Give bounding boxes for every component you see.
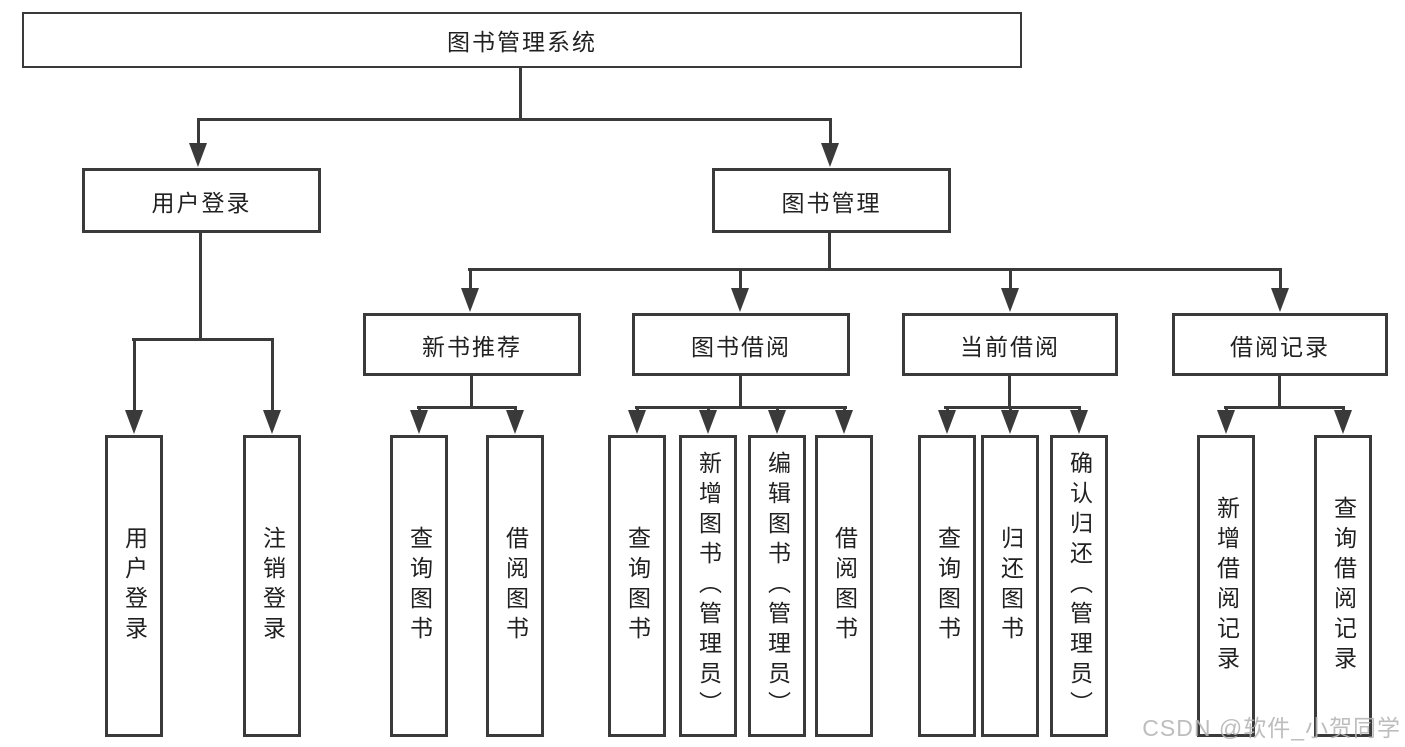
watermark: CSDN @软件_小贺同学 [1142, 715, 1401, 741]
arrow-down-icon [699, 410, 717, 434]
node-borrowing-records: 借阅记录 [1172, 313, 1388, 376]
arrow-down-icon [821, 143, 839, 167]
arrow-down-icon [1001, 288, 1019, 312]
leaf-add-borrow-record: 新增借阅记录 [1197, 435, 1255, 737]
arrow-stem [133, 338, 136, 418]
arrow-down-icon [1070, 410, 1088, 434]
connector-line [470, 376, 473, 408]
leaf-confirm-return-admin: 确认归还（管理员） [1050, 435, 1108, 737]
arrow-stem [1279, 268, 1282, 296]
node-library-management-system: 图书管理系统 [22, 12, 1022, 68]
arrow-down-icon [461, 288, 479, 312]
connector-line [1278, 376, 1281, 408]
arrow-stem [829, 118, 832, 151]
leaf-edit-book-admin: 编辑图书（管理员） [748, 435, 806, 737]
connector-line [1008, 376, 1011, 408]
node-book-management: 图书管理 [712, 168, 951, 233]
leaf-logout: 注销登录 [243, 435, 301, 737]
arrow-stem [469, 268, 472, 296]
arrow-down-icon [768, 410, 786, 434]
connector-line [944, 406, 1081, 409]
leaf-query-borrow-record: 查询借阅记录 [1314, 435, 1372, 737]
arrow-down-icon [263, 410, 281, 434]
connector-line [635, 406, 847, 409]
leaf-query-books-current: 查询图书 [918, 435, 976, 737]
arrow-stem [1009, 268, 1012, 296]
leaf-borrow-books-borrowing: 借阅图书 [815, 435, 873, 737]
arrow-down-icon [506, 410, 524, 434]
connector-line [828, 233, 831, 271]
leaf-add-book-admin: 新增图书（管理员） [679, 435, 737, 737]
arrow-down-icon [410, 410, 428, 434]
connector-line [519, 68, 522, 120]
arrow-down-icon [628, 410, 646, 434]
leaf-query-books-recommend: 查询图书 [390, 435, 448, 737]
arrow-stem [197, 118, 200, 151]
connector-line [199, 233, 202, 341]
arrow-down-icon [938, 410, 956, 434]
arrow-down-icon [835, 410, 853, 434]
node-user-login: 用户登录 [82, 168, 321, 233]
connector-line [417, 406, 517, 409]
connector-line [197, 118, 832, 121]
connector-line [739, 376, 742, 408]
arrow-down-icon [125, 410, 143, 434]
arrow-down-icon [1217, 410, 1235, 434]
node-book-borrowing: 图书借阅 [632, 313, 850, 376]
connector-line [132, 338, 274, 341]
leaf-query-books-borrowing: 查询图书 [608, 435, 666, 737]
arrow-down-icon [1334, 410, 1352, 434]
connector-line [468, 268, 1282, 271]
node-new-book-recommendation: 新书推荐 [363, 313, 581, 376]
arrow-stem [271, 338, 274, 418]
arrow-down-icon [189, 143, 207, 167]
arrow-stem [739, 268, 742, 296]
connector-line [1224, 406, 1345, 409]
arrow-down-icon [731, 288, 749, 312]
node-current-borrowing: 当前借阅 [902, 313, 1118, 376]
arrow-down-icon [1001, 410, 1019, 434]
leaf-user-login: 用户登录 [105, 435, 163, 737]
arrow-down-icon [1271, 288, 1289, 312]
leaf-borrow-books-recommend: 借阅图书 [486, 435, 544, 737]
leaf-return-books: 归还图书 [981, 435, 1039, 737]
